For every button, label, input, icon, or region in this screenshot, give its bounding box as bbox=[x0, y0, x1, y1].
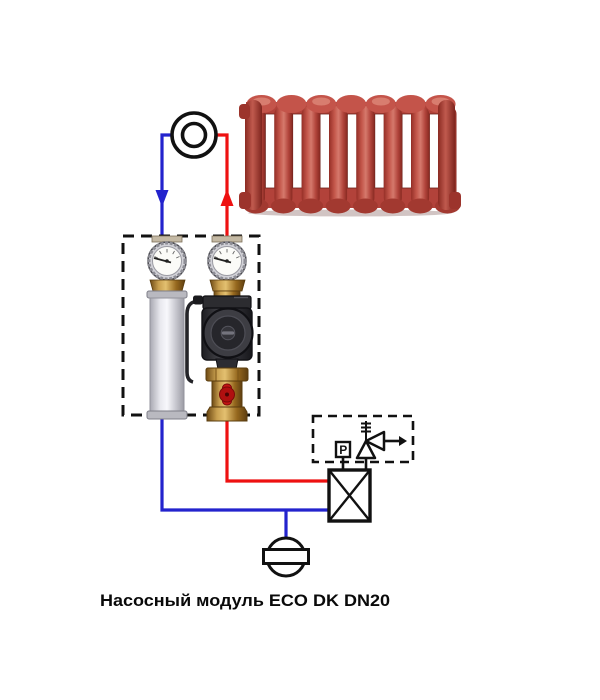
gauge-top-cap bbox=[151, 235, 183, 243]
cast-iron-radiator-photo bbox=[239, 95, 461, 217]
thermometer-gauge-supply bbox=[207, 241, 247, 281]
gauge-ticks bbox=[214, 249, 240, 259]
cylinder-top-cap bbox=[146, 290, 188, 299]
radiator-left-end bbox=[245, 100, 262, 210]
flow-arrow-down-icon bbox=[155, 190, 169, 207]
discharge-arrow-icon bbox=[399, 436, 407, 446]
diagram-caption: Насосный модуль ECO DK DN20 bbox=[100, 592, 390, 610]
pressure-gauge-label: P bbox=[339, 443, 347, 457]
radiator-nipple-bottom-left bbox=[239, 192, 251, 209]
expansion-tank-symbol bbox=[262, 536, 310, 578]
cylinder-body bbox=[149, 297, 185, 412]
cylinder-bottom-cap bbox=[146, 410, 188, 420]
circulation-circle-symbol bbox=[170, 111, 218, 159]
brass-fitting bbox=[149, 279, 186, 292]
circulation-pump-assembly bbox=[185, 235, 254, 422]
flow-arrow-up-icon bbox=[220, 189, 234, 206]
radiator-right-end bbox=[438, 100, 455, 210]
pump-power-cable bbox=[185, 299, 201, 384]
radiator-nipple-top-left bbox=[239, 104, 250, 119]
pump-slot-screw bbox=[221, 331, 235, 335]
safety-group-dashed-outline bbox=[311, 414, 415, 464]
cold-return-pipe bbox=[155, 133, 329, 539]
radiator-slots bbox=[264, 113, 440, 189]
boiler-symbol bbox=[327, 468, 372, 523]
cable-gland bbox=[193, 295, 203, 305]
brass-fitting bbox=[209, 279, 246, 292]
check-valve-cartridge bbox=[146, 235, 188, 420]
union-nut bbox=[205, 367, 249, 382]
thermometer-gauge-return bbox=[147, 241, 187, 281]
pressure-gauge-symbol: P bbox=[334, 440, 352, 470]
ball-valve-red-handle bbox=[206, 380, 248, 422]
gauge-top-cap bbox=[211, 235, 243, 243]
hot-supply-pipe bbox=[216, 133, 329, 483]
safety-valve-symbol bbox=[355, 421, 407, 470]
gauge-ticks bbox=[154, 249, 180, 259]
pump-module-dashed-outline bbox=[121, 234, 261, 417]
spring-icon bbox=[361, 421, 371, 441]
radiator-nipple-bottom-right bbox=[449, 192, 461, 209]
valve-bell bbox=[206, 406, 248, 422]
